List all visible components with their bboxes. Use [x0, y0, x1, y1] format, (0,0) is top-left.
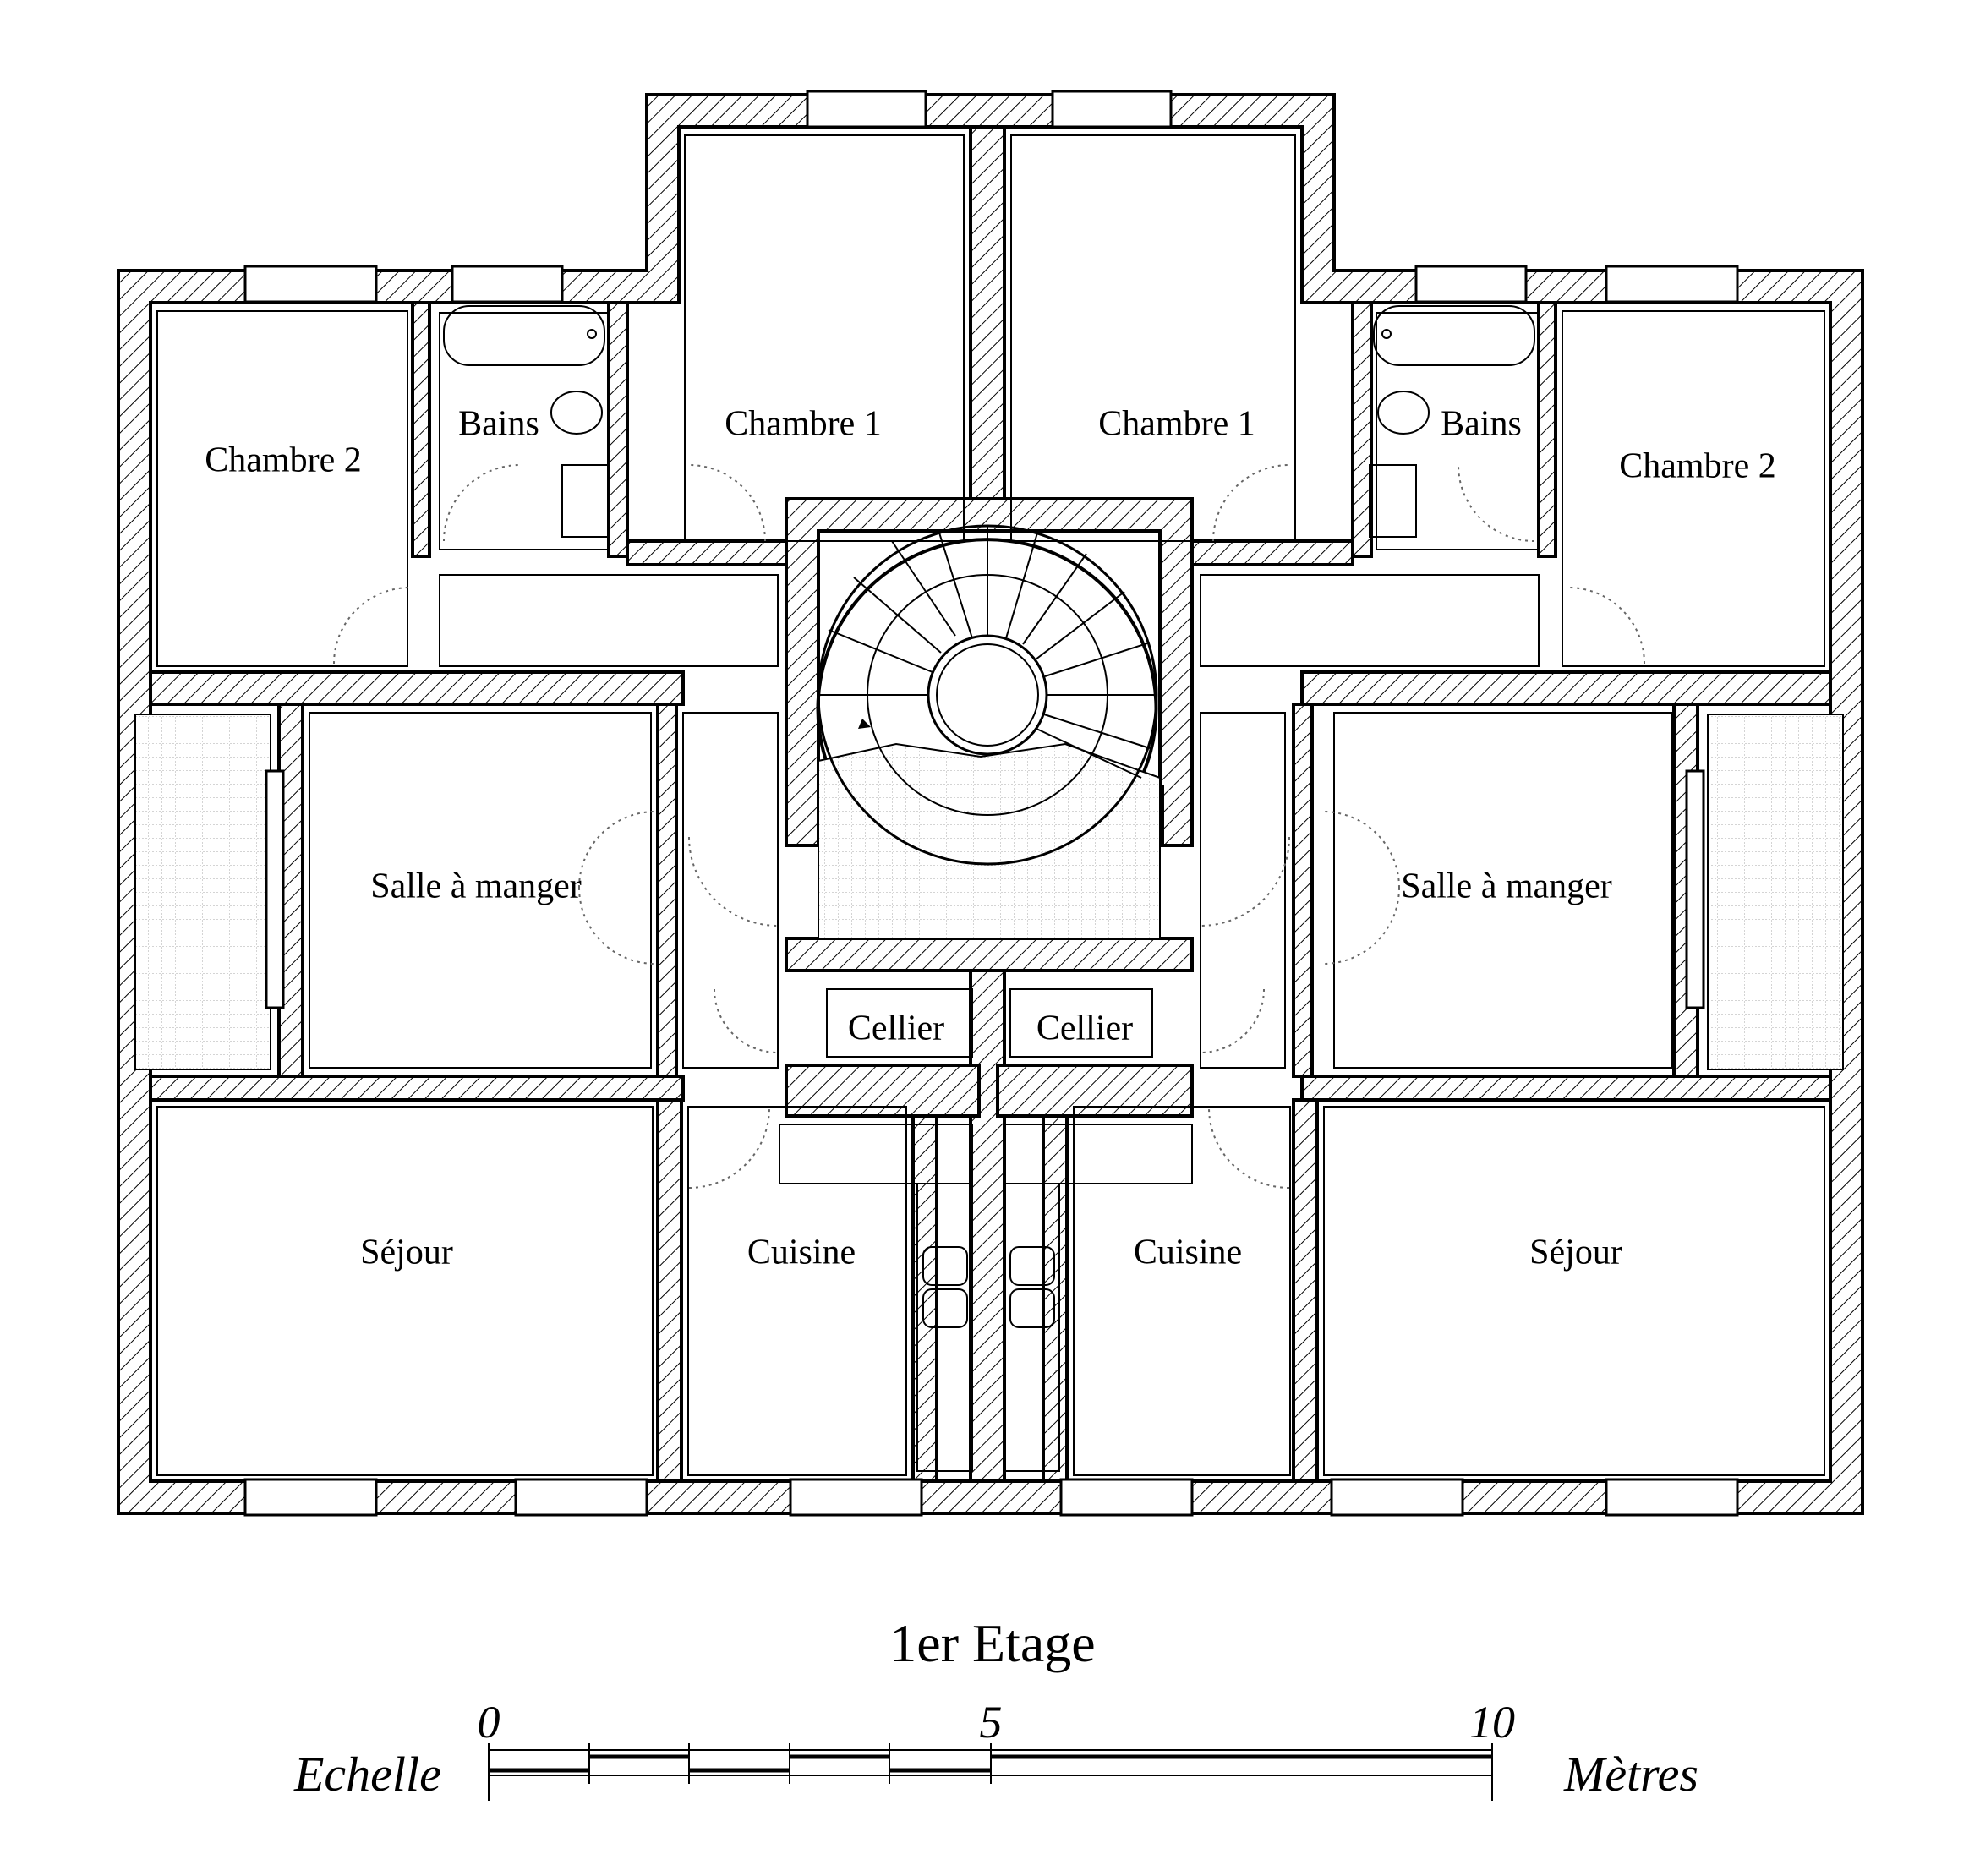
room-label-cuisine-right: Cuisine — [1134, 1233, 1242, 1272]
cellier-wall — [785, 937, 1194, 972]
scale-tick-10: 10 — [1469, 1697, 1515, 1747]
balcony-left — [134, 714, 271, 1070]
room-label-chambre-2-right: Chambre 2 — [1619, 447, 1775, 486]
scale-bar: 0 5 10 Echelle Mètres — [293, 1697, 1698, 1802]
room-label-bains-left: Bains — [458, 405, 539, 444]
scale-tick-5: 5 — [980, 1697, 1003, 1747]
scale-unit: Mètres — [1563, 1747, 1698, 1802]
room-label-salle-a-manger-right: Salle à manger — [1401, 867, 1612, 906]
room-label-bains-right: Bains — [1441, 405, 1522, 444]
door-swings — [333, 464, 1645, 1189]
stair-landing — [818, 742, 1161, 939]
scale-tick-0: 0 — [478, 1697, 500, 1747]
balcony-right — [1707, 714, 1844, 1070]
room-label-chambre-2-left: Chambre 2 — [205, 441, 361, 480]
room-label-cuisine-left: Cuisine — [747, 1233, 856, 1272]
interior-walls-right — [1042, 301, 1832, 1483]
kitchen-fixtures — [779, 1124, 1193, 1472]
room-label-cellier-right: Cellier — [1036, 1009, 1133, 1048]
room-label-sejour-left: Séjour — [360, 1233, 453, 1272]
room-label-chambre-1-left: Chambre 1 — [725, 405, 881, 444]
room-outlines — [156, 134, 1825, 1476]
bathroom-fixtures — [443, 305, 1535, 538]
windows — [243, 90, 1739, 1517]
room-labels: Chambre 2 Bains Chambre 1 Chambre 1 Bain… — [205, 405, 1775, 1272]
room-label-salle-a-manger-left: Salle à manger — [370, 867, 582, 906]
room-label-cellier-left: Cellier — [848, 1009, 944, 1048]
room-label-sejour-right: Séjour — [1529, 1233, 1622, 1272]
spiral-staircase — [817, 524, 1158, 866]
exterior-wall — [117, 93, 1864, 1515]
room-label-chambre-1-right: Chambre 1 — [1098, 405, 1255, 444]
scale-label: Echelle — [293, 1747, 441, 1802]
plan-title: 1er Etage — [889, 1613, 1095, 1673]
